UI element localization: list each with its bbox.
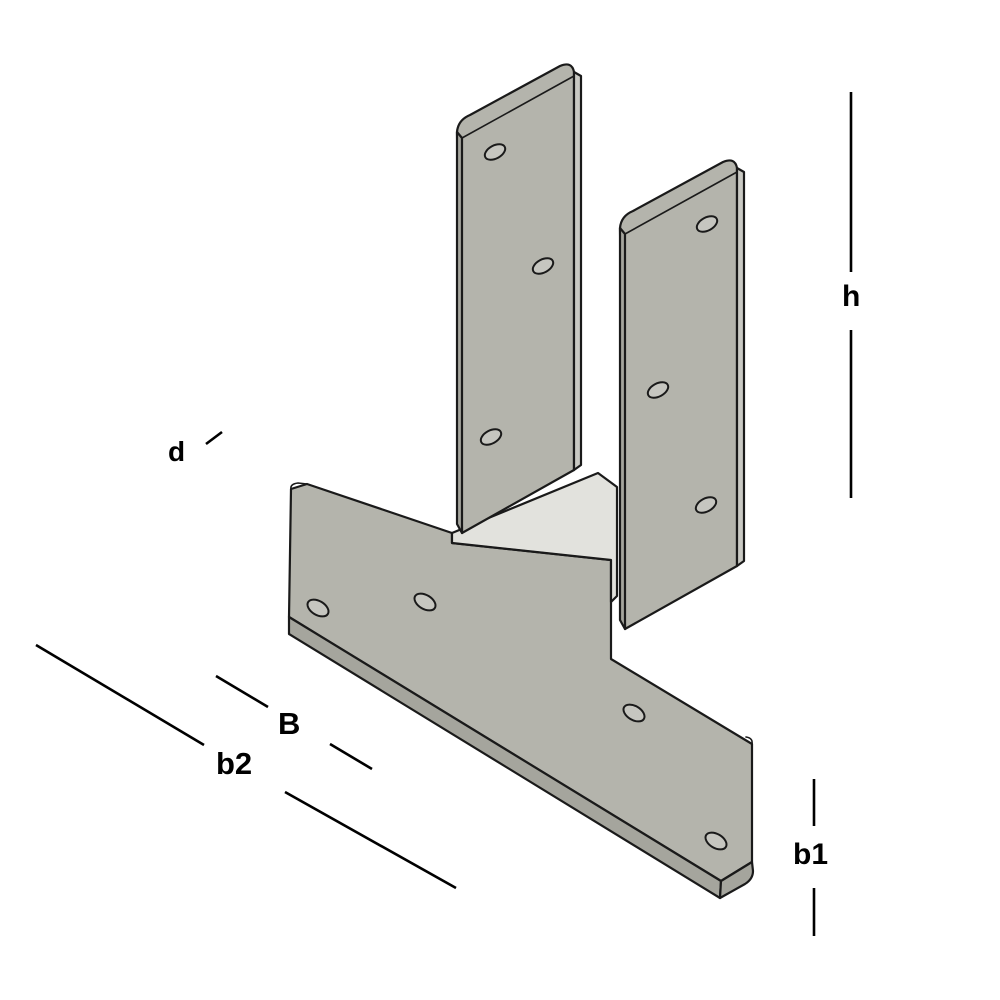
dimension-line-b2-lower [284,790,457,890]
inner-web-fold-line [451,542,612,561]
hole-left-upright-3 [479,428,503,446]
left-upright-left-thickness [455,130,464,535]
dimension-label-B: B [278,706,301,741]
dimension-line-B-lower [329,742,373,771]
inner-web-plate [450,471,619,604]
dimension-label-h: h [842,280,861,313]
hole-base-2 [413,592,437,612]
hole-right-upright-2 [646,381,670,399]
left-upright-right-thickness [572,70,583,472]
dimension-line-b2-upper [35,643,205,747]
base-plate-right-corner-edge [745,736,753,745]
hole-right-upright-3 [694,496,718,514]
base-plate-right-thickness [718,860,755,900]
hole-left-upright-1 [483,143,507,161]
base-plate-holes [306,592,728,851]
dimension-label-b2: b2 [216,746,253,781]
right-upright-plate [618,159,746,631]
right-upright-left-thickness [618,226,627,631]
right-upright-top-edge [624,171,738,235]
left-upright-face [455,63,576,535]
dimension-line-d-tick [205,430,223,446]
hole-base-1 [306,598,330,618]
left-upright-top-edge [461,75,575,139]
hole-base-3 [622,703,646,723]
left-upright-bottom-fold [456,523,463,534]
right-upright-right-thickness [735,166,746,568]
dimension-line-B-upper [215,674,269,709]
right-upright-face [618,159,739,631]
dimension-label-d: d [168,436,186,467]
base-plate [287,482,755,900]
hole-base-4 [704,831,728,851]
hole-right-upright-1 [695,215,719,233]
dimension-label-b1: b1 [793,838,829,871]
right-upright-bottom-fold [619,619,626,630]
base-plate-left-corner-edge [290,482,308,490]
dimension-lines [35,92,853,936]
left-upright-plate [455,63,583,535]
hole-left-upright-2 [531,257,555,275]
